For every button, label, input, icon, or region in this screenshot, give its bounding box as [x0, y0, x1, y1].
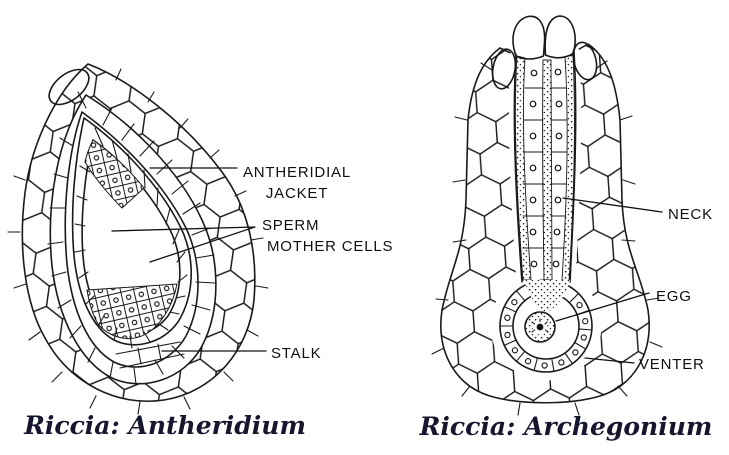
flank-cell-right [572, 41, 598, 81]
antheridium-labels: ANTHERIDIAL JACKET SPERM MOTHER CELLS ST… [111, 164, 393, 362]
label-egg: EGG [656, 288, 692, 305]
label-venter: VENTER [639, 356, 705, 373]
label-sperm-line1: SPERM [262, 217, 319, 234]
egg-cell [524, 311, 556, 343]
chamber-ring-cell-walls [47, 91, 216, 385]
edge-ticks-right [431, 60, 663, 416]
leader-neck [562, 197, 663, 213]
venter-wall-nuclei [504, 299, 589, 369]
archegonium-diagram [431, 15, 663, 416]
neck-cell-nuclei [529, 68, 563, 268]
stalk-cells [115, 341, 185, 369]
neck-canal-stipple [514, 54, 575, 282]
leader-egg [555, 292, 650, 322]
neck-cap-cells [512, 15, 576, 60]
leader-venter [584, 357, 635, 364]
leader-sperm-mother-cells [111, 226, 256, 263]
antheridium-diagram [7, 63, 269, 415]
label-antheridial-jacket-line1: ANTHERIDIAL [243, 164, 351, 181]
archegonium-labels: NECK EGG VENTER [555, 197, 713, 373]
label-stalk: STALK [271, 345, 321, 362]
label-antheridial-jacket-line2: JACKET [266, 185, 328, 202]
antheridial-jacket-wall [71, 117, 192, 346]
neck-cell-walls [522, 87, 568, 249]
caption-archegonium: Riccia: Archegonium [419, 412, 713, 441]
venter [499, 279, 593, 373]
flank-cell-left [491, 48, 517, 90]
edge-ticks-left [7, 68, 269, 415]
apical-cell [48, 68, 90, 106]
label-sperm-line2: MOTHER CELLS [267, 238, 393, 255]
caption-antheridium: Riccia: Antheridium [23, 411, 306, 440]
neck-outer-walls [513, 51, 577, 283]
jacket-cell-walls [74, 127, 188, 349]
label-neck: NECK [668, 206, 713, 223]
ventral-canal-stipple [524, 280, 570, 313]
